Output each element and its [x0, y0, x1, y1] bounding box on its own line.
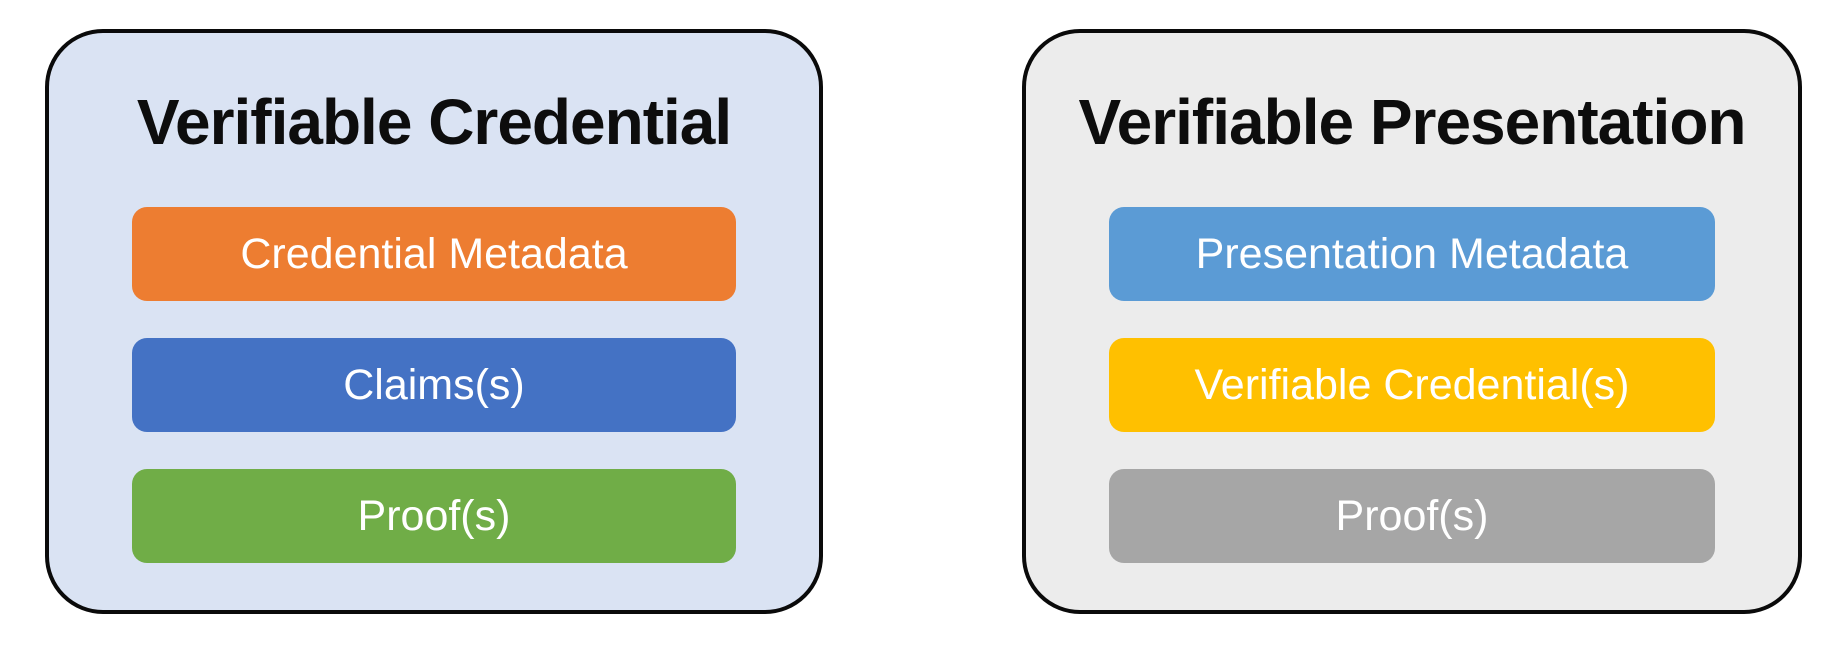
bar-claims: Claims(s) — [132, 338, 736, 433]
verifiable-presentation-panel: Verifiable Presentation Presentation Met… — [1022, 29, 1802, 614]
verifiable-credential-bars: Credential Metadata Claims(s) Proof(s) — [132, 207, 736, 564]
bar-presentation-metadata: Presentation Metadata — [1109, 207, 1715, 302]
verifiable-credential-title: Verifiable Credential — [136, 86, 732, 158]
bar-verifiable-credentials: Verifiable Credential(s) — [1109, 338, 1715, 433]
verifiable-presentation-title: Verifiable Presentation — [1078, 86, 1746, 158]
bar-credential-proofs: Proof(s) — [132, 469, 736, 564]
bar-credential-metadata: Credential Metadata — [132, 207, 736, 302]
verifiable-presentation-bars: Presentation Metadata Verifiable Credent… — [1109, 207, 1715, 564]
verifiable-credential-panel: Verifiable Credential Credential Metadat… — [45, 29, 823, 614]
bar-presentation-proofs: Proof(s) — [1109, 469, 1715, 564]
